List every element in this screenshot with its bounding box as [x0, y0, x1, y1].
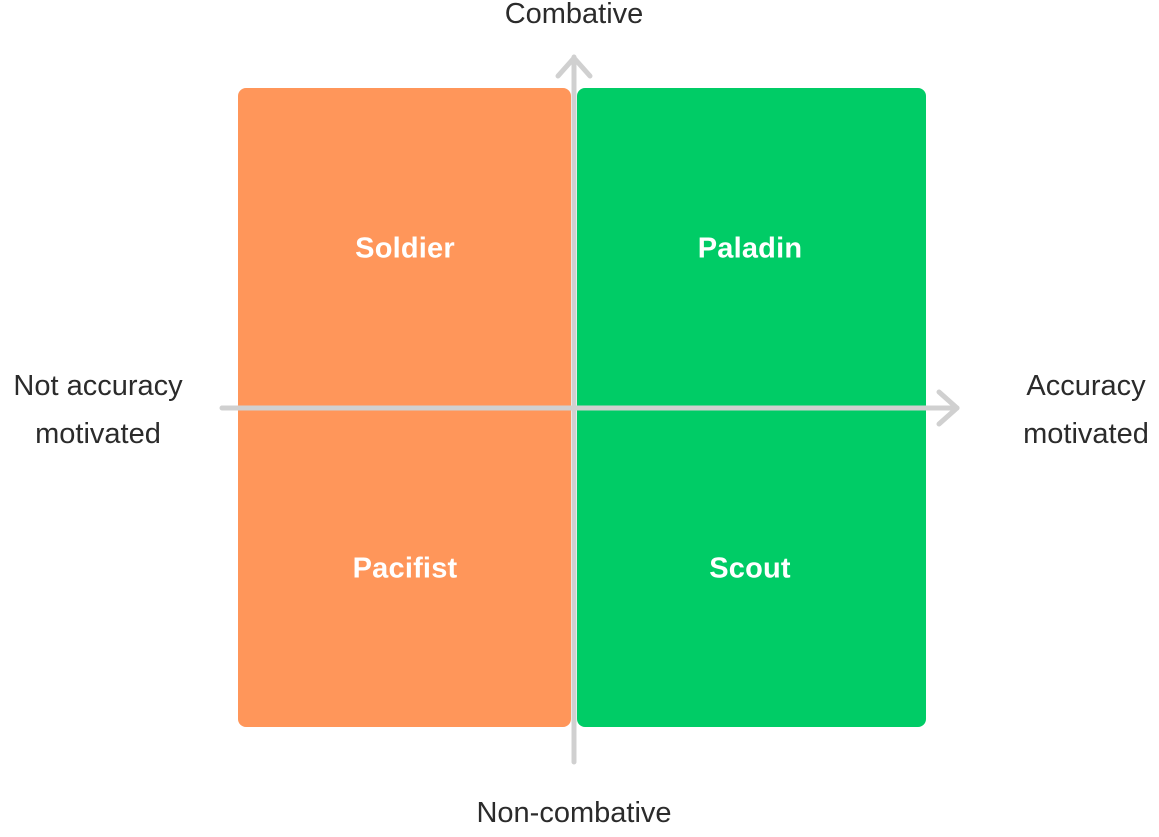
quadrant-label-scout: Scout	[709, 552, 791, 585]
axis-label-combative: Combative	[504, 0, 644, 30]
quadrant-label-soldier: Soldier	[355, 232, 455, 265]
vertical-axis-arrowhead	[555, 55, 593, 79]
axis-label-left-line-2: motivated	[35, 418, 161, 450]
axis-label-left-line-1: Not accuracy	[13, 370, 183, 402]
quadrant-label-paladin: Paladin	[697, 232, 803, 265]
axis-label-right-line-1: Accuracy	[1026, 370, 1146, 402]
axis-label-non-combative: Non-combative	[476, 797, 672, 829]
axis-label-accuracy-motivated: Accuracy motivated	[1023, 362, 1149, 458]
quadrant-label-pacifist: Pacifist	[352, 552, 458, 585]
axis-label-right-line-2: motivated	[1023, 418, 1149, 450]
axis-label-not-accuracy-motivated: Not accuracy motivated	[13, 362, 182, 458]
horizontal-axis-arrowhead	[936, 389, 960, 427]
